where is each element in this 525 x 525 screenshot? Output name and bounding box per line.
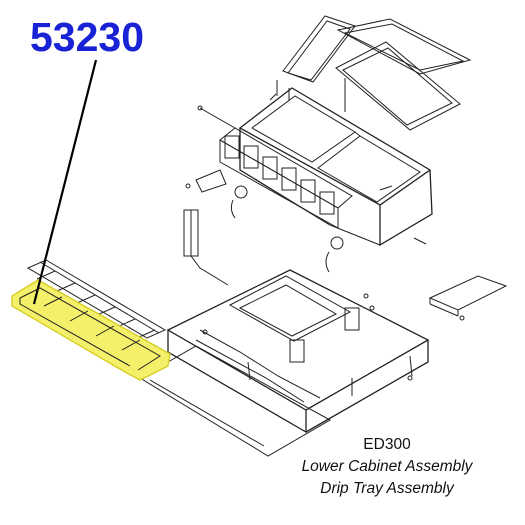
- part-number-callout: 53230: [30, 14, 145, 60]
- caption-line-lower-cabinet: Lower Cabinet Assembly: [301, 458, 473, 475]
- model-label: ED300: [363, 436, 411, 453]
- control-valves: [185, 105, 427, 273]
- drip-tray-grate: [26, 259, 167, 339]
- lower-cabinet-base: [166, 269, 430, 434]
- callout-leader-line: [32, 59, 98, 305]
- front-door-panel: [139, 345, 332, 457]
- caption-line-drip-tray: Drip Tray Assembly: [320, 480, 454, 497]
- upper-cabinet: [238, 78, 433, 247]
- drip-tray-highlight: [11, 279, 171, 381]
- side-plate: [363, 275, 508, 321]
- diagram-caption: ED300 Lower Cabinet Assembly Drip Tray A…: [277, 434, 497, 500]
- drip-tray: [11, 279, 171, 381]
- drain-tube: [183, 209, 229, 286]
- top-cover-panels: [282, 15, 472, 131]
